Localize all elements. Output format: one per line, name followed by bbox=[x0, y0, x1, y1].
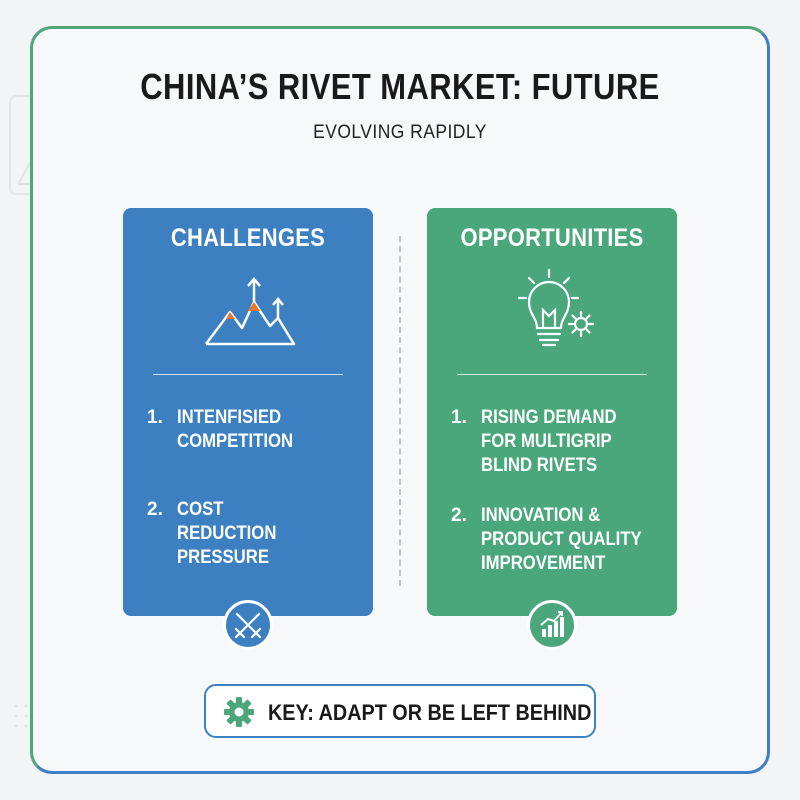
opportunity-item-1-text: RISING DEMAND FOR MULTIGRIP BLIND RIVETS bbox=[481, 407, 617, 476]
key-text: KEY: ADAPT OR BE LEFT BEHIND bbox=[268, 700, 592, 725]
opportunity-item-1-number: 1. bbox=[451, 407, 467, 428]
key-callout: KEY: ADAPT OR BE LEFT BEHIND bbox=[204, 684, 596, 738]
challenge-item-1-number: 1. bbox=[147, 407, 163, 428]
challenge-item-2-number: 2. bbox=[147, 499, 163, 520]
page-title: CHINA’S RIVET MARKET: FUTURE bbox=[140, 66, 660, 107]
gear-icon bbox=[224, 697, 254, 727]
challenges-panel: CHALLENGES 1. INTENFISIED COMPETITION 2.… bbox=[123, 208, 373, 616]
challenges-divider bbox=[153, 374, 343, 375]
opportunities-heading: OPPORTUNITIES bbox=[460, 224, 644, 252]
growth-chart-icon bbox=[540, 611, 564, 637]
challenge-item-2-text: COST REDUCTION PRESSURE bbox=[177, 499, 277, 568]
opportunities-divider bbox=[457, 374, 647, 375]
opportunities-panel: OPPORTUNITIES 1. RISING DEMAND FOR MULTI… bbox=[427, 208, 677, 616]
page-subtitle: EVOLVING RAPIDLY bbox=[313, 122, 487, 143]
lightbulb-gear-icon bbox=[517, 268, 595, 347]
opportunity-item-2-number: 2. bbox=[451, 505, 467, 526]
challenges-badge bbox=[223, 600, 273, 650]
opportunities-badge bbox=[527, 600, 577, 650]
center-divider bbox=[399, 236, 401, 586]
crossed-swords-icon bbox=[234, 612, 262, 639]
mountain-peaks-icon bbox=[205, 277, 296, 346]
challenges-heading: CHALLENGES bbox=[170, 224, 326, 252]
challenge-item-1-text: INTENFISIED COMPETITION bbox=[177, 407, 294, 452]
opportunity-item-2-text: INNOVATION & PRODUCT QUALITY IMPROVEMENT bbox=[481, 505, 642, 574]
